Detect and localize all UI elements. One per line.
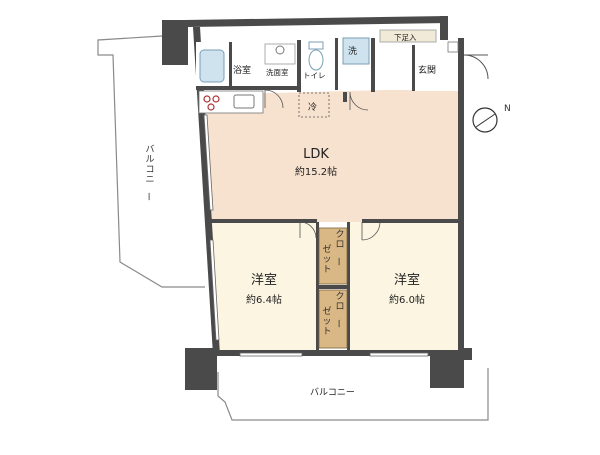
shoe-storage-label: 下足入 [394, 33, 417, 42]
closet-upper: クロー ゼット [318, 227, 348, 285]
stove-burner-icon [212, 95, 220, 103]
wash-basin-icon [275, 45, 285, 55]
svg-text:クロー: クロー [332, 229, 344, 266]
washroom: 洗面室 [264, 43, 296, 77]
western-left-label: 洋室 [251, 272, 277, 288]
ldk-label: LDK [303, 147, 329, 162]
bathroom: 浴室 [196, 42, 251, 86]
doors [264, 89, 381, 241]
western-room-left-floor [207, 222, 318, 352]
balcony-left [97, 35, 205, 288]
shoe-storage: 下足入 [379, 29, 437, 43]
bathroom-label: 浴室 [233, 64, 251, 76]
balcony-left-label: バルコニー [142, 144, 154, 201]
sink-icon [233, 94, 255, 109]
closet-lower-floor [319, 290, 347, 348]
stove-burner-icon [203, 95, 211, 103]
toilet: トイレ [303, 41, 326, 80]
north-arrow-icon: N [472, 104, 511, 133]
ldk-area: 約15.2帖 [295, 165, 337, 178]
compass-label: N [504, 104, 511, 114]
laundry-label: 洗 [348, 45, 357, 57]
hallway-floor [375, 50, 413, 90]
ldk-floor [200, 88, 460, 222]
door-swing-icon [299, 221, 317, 239]
svg-text:クロー: クロー [332, 291, 344, 328]
balcony-bottom-label: バルコニー [310, 387, 355, 398]
svg-text:ゼット: ゼット [322, 305, 331, 337]
genkan-label: 玄関 [418, 64, 436, 76]
svg-text:ゼット: ゼット [322, 243, 331, 275]
balcony-bottom [217, 368, 489, 421]
genkan: 玄関 [415, 41, 489, 91]
western-left-area: 約6.4帖 [246, 293, 282, 306]
fridge-label: 冷 [308, 101, 317, 113]
closet-upper-floor [319, 228, 347, 284]
laundry: 洗 [342, 37, 370, 65]
entrance-door-icon [463, 54, 489, 80]
kitchen: 冷 [198, 90, 330, 118]
stove-burner-icon [207, 103, 215, 111]
western-right-area: 約6.0帖 [389, 293, 425, 306]
windows [203, 114, 429, 357]
door-swing-icon [264, 89, 284, 109]
western-right-label: 洋室 [394, 272, 420, 288]
door-swing-icon [361, 221, 381, 241]
fridge-space [298, 92, 330, 118]
washroom-label: 洗面室 [266, 67, 289, 77]
door-swing-icon [349, 91, 369, 111]
closet-lower: クロー ゼット [318, 289, 348, 349]
toilet-label: トイレ [303, 71, 326, 80]
bathtub-icon [199, 49, 225, 83]
toilet-icon [308, 49, 324, 71]
western-room-right-floor [348, 222, 460, 352]
interior-walls [196, 38, 460, 352]
